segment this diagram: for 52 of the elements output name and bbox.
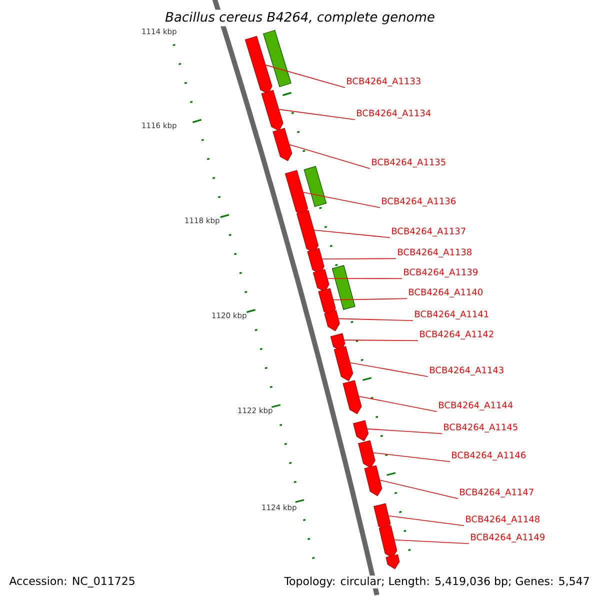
leader-line — [303, 192, 380, 208]
gene-label: BCB4264_A1146 — [452, 452, 526, 460]
gene-label: BCB4264_A1133 — [347, 78, 420, 86]
gene-block — [364, 465, 382, 496]
title: Bacillus cereus B4264, complete genome — [163, 10, 437, 26]
gene-block — [244, 36, 272, 94]
gene-label: BCB4264_A1148 — [466, 516, 540, 524]
gene-label: BCB4264_A1134 — [357, 110, 431, 118]
gene-block — [334, 346, 354, 382]
gene-block — [332, 265, 356, 310]
leader-line — [322, 258, 396, 260]
gene-label: BCB4264_A1149 — [471, 534, 544, 542]
leader-line — [289, 144, 370, 169]
leader-line — [367, 428, 442, 434]
leader-line — [344, 340, 418, 341]
leader-line — [327, 278, 402, 279]
leader-line — [358, 396, 438, 412]
leader-line — [314, 230, 390, 238]
gene-label: BCB4264_A1147 — [460, 488, 534, 498]
leader-line — [265, 64, 346, 88]
gene-label: BCB4264_A1135 — [372, 158, 446, 168]
leader-line — [338, 318, 414, 321]
gene-label: BCB4264_A1144 — [439, 402, 513, 410]
gene-block — [324, 310, 340, 332]
gene-label: BCB4264_A1139 — [404, 268, 478, 278]
gene-label: BCB4264_A1143 — [430, 366, 504, 376]
gene-label: BCB4264_A1145 — [444, 424, 518, 432]
gene-block — [261, 90, 284, 132]
gene-label: BCB4264_A1142 — [420, 330, 494, 340]
leader-line — [333, 298, 408, 300]
footer-text: Topology: circular; Length: 5,419,036 bp; Genes: 5,547 — [283, 576, 591, 588]
gene-block — [263, 30, 292, 88]
footer-text: Accession: NC_011725 — [8, 576, 136, 588]
gene-block — [272, 128, 292, 162]
leader-line — [350, 362, 428, 377]
leader-line — [380, 480, 458, 499]
gene-block — [378, 525, 398, 558]
gene-label: BCB4264_A1136 — [382, 198, 456, 206]
gene-label: BCB4264_A1141 — [415, 310, 488, 320]
gene-label: BCB4264_A1140 — [409, 288, 483, 298]
gene-block — [358, 440, 376, 468]
gene-block — [312, 269, 330, 292]
leader-line — [394, 539, 470, 544]
leader-line — [373, 452, 450, 462]
gene-block — [386, 554, 400, 570]
gene-label: BCB4264_A1137 — [392, 228, 466, 236]
gene-label: BCB4264_A1138 — [398, 248, 472, 258]
gene-block — [307, 248, 324, 274]
leader-line — [278, 109, 356, 120]
leader-line — [388, 515, 464, 526]
gene-block — [330, 333, 346, 352]
gene-block — [342, 380, 362, 414]
